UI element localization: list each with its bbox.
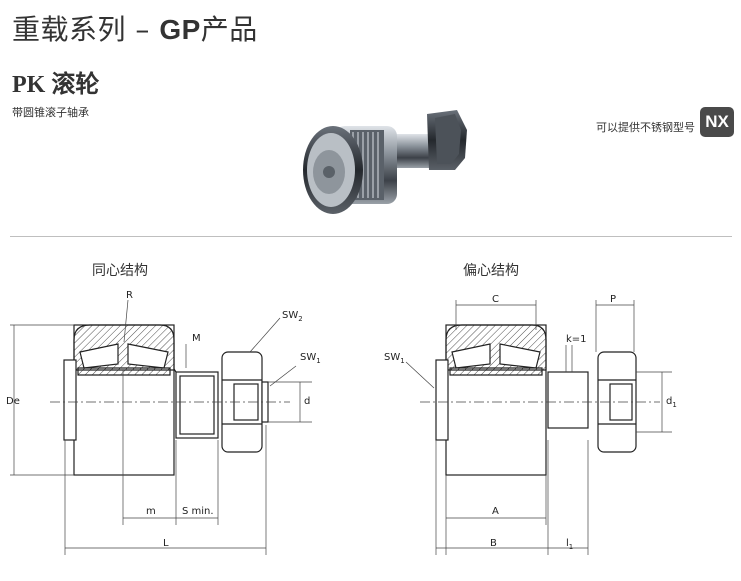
dim-A: A [492,506,499,517]
product-subtitle: 带圆锥滚子轴承 [12,106,89,119]
product-image [303,110,467,214]
concentric-dimension-labels: R M SW2 SW1 De d m S min. L [6,290,321,549]
dim-Smin: S min. [182,506,214,517]
dim-L: L [163,538,169,549]
dim-C: C [492,294,499,305]
dim-SW1-ecc: SW1 [384,352,405,365]
dim-P: P [610,294,616,305]
dim-m: m [146,506,156,517]
dim-R: R [126,290,133,301]
dim-SW2: SW2 [282,310,303,323]
dim-SW1: SW1 [300,352,321,365]
concentric-design-label: 同心结构 [92,263,148,279]
eccentric-design-label: 偏心结构 [463,263,519,279]
product-title: PK 滚轮 [12,72,100,98]
eccentric-drawing [405,300,672,555]
divider [10,236,732,237]
dim-d1: d1 [666,396,677,409]
dim-l1: l1 [566,538,573,551]
eccentric-dimension-labels: C P k=1 SW1 d1 A B l1 [384,294,677,551]
dim-B: B [490,538,497,549]
dim-k: k=1 [566,334,587,345]
stainless-note: 可以提供不锈钢型号 [596,121,695,134]
nx-badge: NX [700,107,734,137]
dim-d: d [304,396,310,407]
dim-M: M [192,333,201,344]
concentric-drawing [10,299,312,555]
page-title: 重载系列 – GP产品 [12,13,258,46]
dim-De: De [6,396,20,407]
